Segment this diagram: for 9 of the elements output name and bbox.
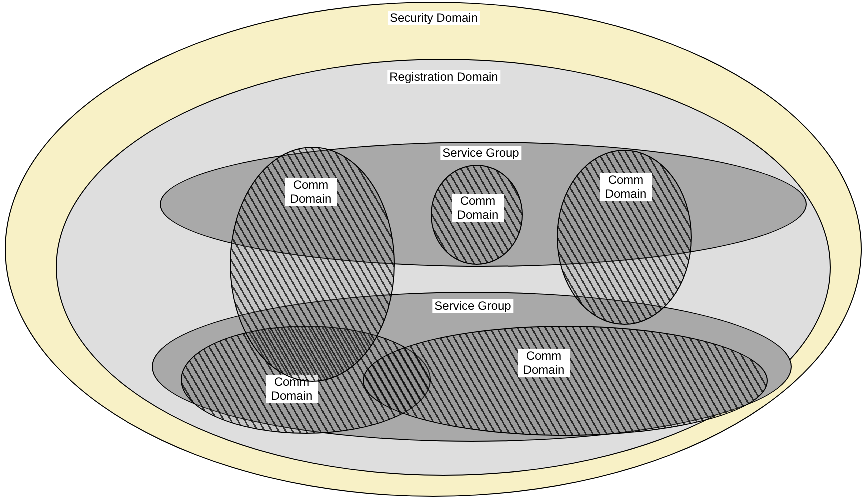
domain-label: Comm Domain (266, 375, 318, 403)
domain-label: Comm Domain (452, 194, 504, 222)
ellipse-title: Service Group (440, 146, 522, 160)
domain-label: Comm Domain (285, 178, 337, 206)
ellipse-title: Service Group (432, 299, 514, 313)
domain-label: Comm Domain (600, 173, 652, 201)
ellipse-title: Security Domain (388, 11, 480, 25)
domain-label: Comm Domain (518, 349, 570, 377)
ellipse-title: Registration Domain (388, 70, 500, 84)
